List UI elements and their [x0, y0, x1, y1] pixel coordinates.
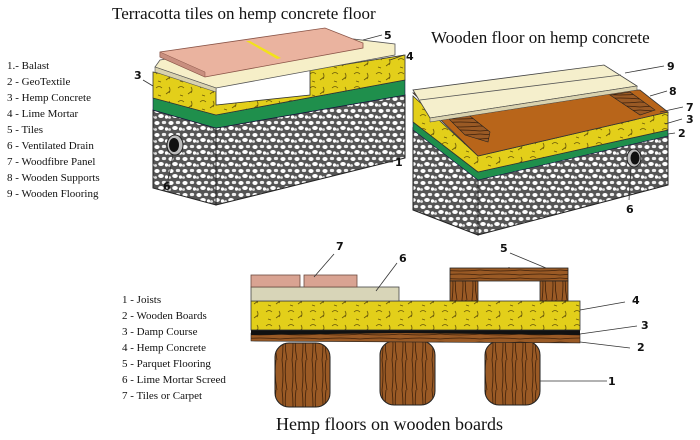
damp-course — [251, 330, 580, 335]
callout-1: 1 — [608, 375, 616, 388]
tile-grout-joint — [246, 41, 281, 59]
legend-item: 1.- Balast — [7, 60, 50, 72]
callout-6: 6 — [163, 180, 171, 193]
callout-9: 9 — [667, 60, 675, 73]
diagram-title-wooden-boards: Hemp floors on wooden boards — [276, 414, 503, 434]
callout-3: 3 — [686, 113, 694, 126]
joist — [484, 340, 541, 406]
hemp-concrete-layer — [152, 54, 406, 116]
legend-item: 1 - Joists — [122, 294, 162, 306]
legend-item: 8 - Wooden Supports — [7, 172, 100, 184]
diagram-title-wooden-floor: Wooden floor on hemp concrete — [431, 28, 650, 47]
legend-item: 7 - Tiles or Carpet — [122, 390, 203, 402]
parquet-leg — [449, 280, 479, 302]
joist — [274, 342, 331, 408]
callout-7: 7 — [686, 101, 694, 114]
callout-5: 5 — [384, 29, 392, 42]
parquet-top — [449, 267, 569, 282]
wooden-support-right — [609, 91, 656, 116]
diagram-title-terracotta: Terracotta tiles on hemp concrete floor — [112, 4, 376, 23]
lime-mortar-screed — [250, 286, 400, 302]
hemp-concrete-layer — [250, 300, 581, 331]
tile — [250, 274, 301, 288]
callout-5: 5 — [500, 242, 508, 255]
tile-edge — [159, 51, 206, 78]
wooden-boards-diagram: 7 6 5 4 3 2 1 — [250, 240, 649, 408]
callout-6: 6 — [399, 252, 407, 265]
flooring-edge — [429, 85, 638, 123]
legend-item: 5 - Tiles — [7, 124, 44, 136]
callout-7: 7 — [336, 240, 344, 253]
wooden-floor-diagram: 9 8 7 3 2 6 — [412, 60, 694, 236]
callout-4: 4 — [406, 50, 414, 63]
callout-8: 8 — [669, 85, 677, 98]
joist — [379, 340, 436, 406]
terracotta-floor-diagram: 5 4 3 1 6 — [134, 27, 414, 206]
legend-item: 6 - Lime Mortar Screed — [122, 374, 226, 386]
legend-item: 9 - Wooden Flooring — [7, 188, 99, 200]
parquet-leg — [539, 280, 569, 302]
callout-4: 4 — [632, 294, 640, 307]
legend-item: 4 - Hemp Concrete — [122, 342, 206, 354]
callout-3: 3 — [641, 319, 649, 332]
legend-top: 1.- Balast 2 - GeoTextile 3 - Hemp Concr… — [7, 58, 100, 202]
callout-6: 6 — [626, 203, 634, 216]
drain-opening — [169, 138, 179, 152]
callout-3: 3 — [134, 69, 142, 82]
callout-2: 2 — [678, 127, 686, 140]
legend-item: 5 - Parquet Flooring — [122, 358, 211, 370]
legend-item: 2 - Wooden Boards — [122, 310, 207, 322]
legend-item: 6 - Ventilated Drain — [7, 140, 94, 152]
callout-1: 1 — [395, 156, 403, 169]
legend-item: 7 - Woodfibre Panel — [7, 156, 96, 168]
legend-item: 3 - Damp Course — [122, 326, 198, 338]
legend-item: 4 - Lime Mortar — [7, 108, 79, 120]
lime-mortar-edge — [154, 66, 217, 93]
drain-opening — [630, 151, 640, 165]
legend-bottom: 1 - Joists 2 - Wooden Boards 3 - Damp Co… — [122, 292, 226, 404]
tile — [303, 274, 358, 288]
legend-item: 2 - GeoTextile — [7, 76, 71, 88]
legend-item: 3 - Hemp Concrete — [7, 92, 91, 104]
callout-2: 2 — [637, 341, 645, 354]
